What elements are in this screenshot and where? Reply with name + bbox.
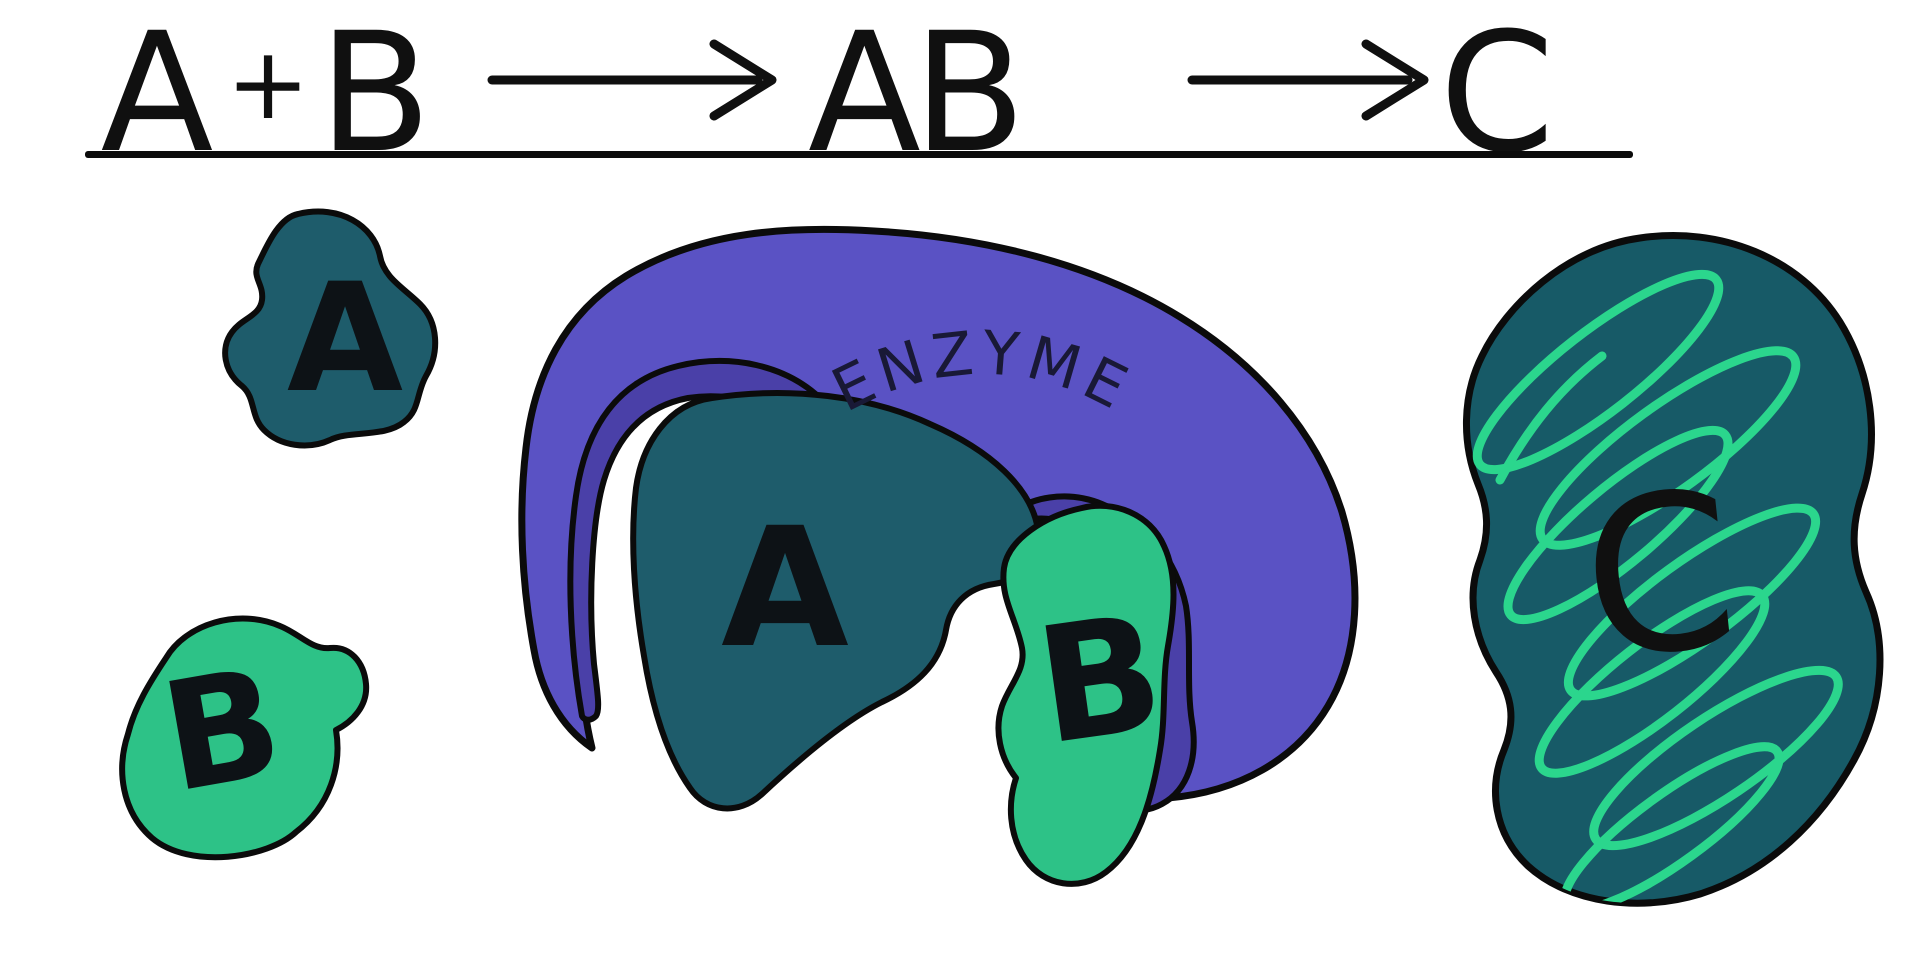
bound-substrate-a-label: A xyxy=(721,492,849,684)
equation-product-c: C xyxy=(1439,0,1554,189)
equation-reactant-a: A xyxy=(101,0,214,189)
equation-reactant-b: B xyxy=(318,0,431,189)
product-c-molecule: C xyxy=(1463,232,1884,907)
substrate-a-blob xyxy=(222,208,439,449)
equation-complex-ab: AB xyxy=(808,0,1018,189)
product-c-coils xyxy=(1472,269,1843,904)
substrate-a-molecule: A xyxy=(222,208,439,449)
arrow-right-icon xyxy=(1187,39,1429,121)
bound-substrate-b-label: B xyxy=(1027,578,1174,780)
substrate-b-blob xyxy=(119,615,370,861)
equation-underline xyxy=(85,151,1633,158)
arrow-right-icon xyxy=(487,39,777,121)
enzyme-substrate-complex: A B ENZYME xyxy=(518,225,1359,887)
product-c-label: C xyxy=(1572,443,1748,708)
substrate-a-label: A xyxy=(287,252,403,426)
substrate-b-molecule: B xyxy=(119,615,370,861)
bound-substrate-b-blob xyxy=(995,502,1177,887)
bound-substrate-a-blob xyxy=(630,390,1042,812)
plus-sign: + xyxy=(226,25,310,142)
reaction-equation: A + B AB C xyxy=(85,0,1633,189)
